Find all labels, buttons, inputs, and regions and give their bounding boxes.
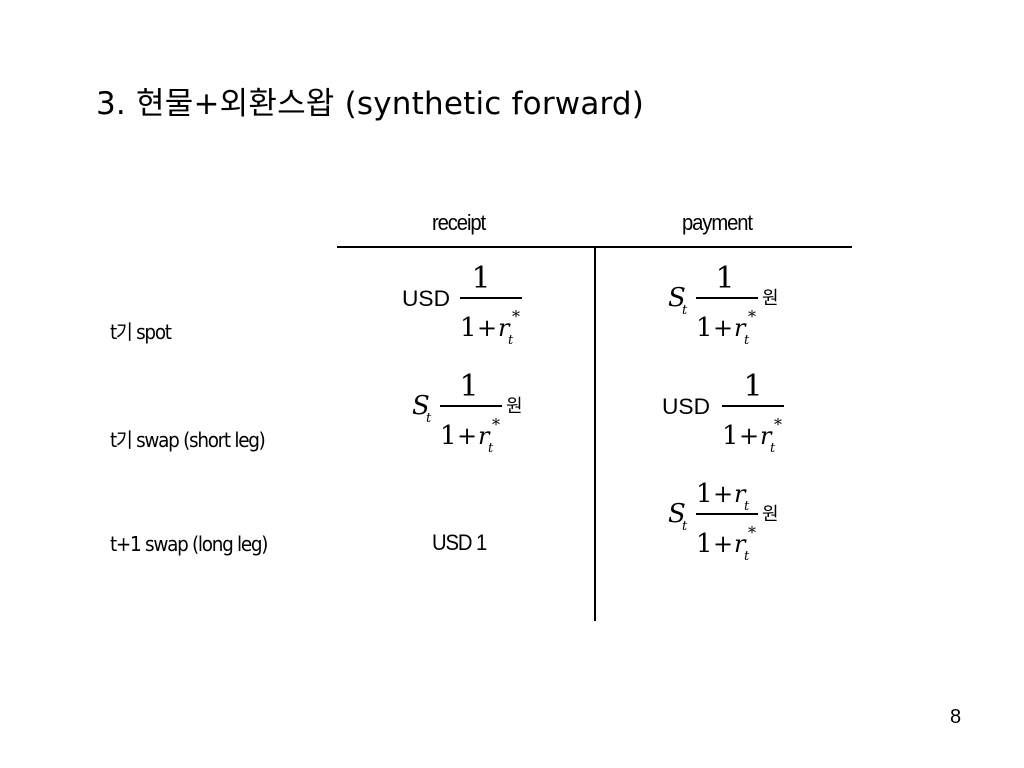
denominator-subscript-t: t	[508, 333, 514, 348]
denominator-r: r	[734, 314, 747, 342]
spot-rate-subscript-t: t	[682, 303, 688, 318]
denominator-plus: +	[477, 314, 497, 342]
spot-rate-subscript-t: t	[682, 519, 688, 534]
denominator-r: r	[760, 422, 773, 450]
fraction-bar	[696, 297, 758, 299]
denominator-star: *	[748, 523, 756, 542]
denominator-star: *	[748, 307, 756, 326]
denominator-one: 1	[440, 421, 457, 451]
currency-won: 원	[762, 288, 779, 309]
denominator-star: *	[512, 307, 520, 326]
formula-short-leg-receipt: S t 1 1 + r t * 원	[412, 366, 542, 456]
spot-rate-s: S	[412, 391, 430, 421]
long-leg-receipt-text: USD 1	[432, 530, 487, 555]
denominator-plus: +	[713, 314, 733, 342]
denominator-plus: +	[713, 530, 733, 558]
fraction-bar	[460, 297, 522, 299]
numerator-r: r	[734, 480, 747, 508]
denominator-r: r	[478, 422, 491, 450]
denominator-one: 1	[460, 313, 477, 343]
fraction-bar	[696, 513, 758, 515]
denominator-one: 1	[696, 313, 713, 343]
denominator-plus: +	[457, 422, 477, 450]
formula-long-leg-payment: S t 1 + r t 1 + r t * 원	[668, 474, 798, 564]
denominator-r: r	[734, 530, 747, 558]
denominator-star: *	[774, 415, 782, 434]
fraction-numerator: 1	[715, 261, 734, 296]
denominator-subscript-t: t	[744, 549, 750, 564]
numerator-plus: +	[713, 480, 733, 508]
fraction-numerator: 1	[743, 369, 762, 404]
currency-usd: USD	[662, 394, 710, 419]
fraction-numerator: 1	[459, 369, 478, 404]
currency-won: 원	[506, 396, 523, 417]
column-divider	[594, 247, 596, 621]
currency-usd: USD	[402, 286, 450, 311]
denominator-one: 1	[722, 421, 739, 451]
formula-spot-receipt: USD 1 1 + r t *	[402, 258, 532, 348]
spot-rate-subscript-t: t	[426, 411, 432, 426]
header-payment: payment	[682, 210, 753, 235]
denominator-subscript-t: t	[488, 441, 494, 456]
formula-short-leg-payment: USD 1 1 + r t *	[662, 366, 792, 456]
denominator-subscript-t: t	[770, 441, 776, 456]
spot-rate-s: S	[668, 283, 686, 313]
denominator-r: r	[498, 314, 511, 342]
denominator-plus: +	[739, 422, 759, 450]
spot-rate-s: S	[668, 499, 686, 529]
numerator-one: 1	[696, 479, 713, 509]
denominator-subscript-t: t	[744, 333, 750, 348]
fraction-bar	[440, 405, 502, 407]
numerator-subscript-t: t	[744, 499, 750, 514]
page-number: 8	[950, 706, 962, 728]
row-label-spot: t기 spot	[110, 320, 172, 344]
fraction-bar	[722, 405, 784, 407]
header-receipt: receipt	[432, 210, 486, 235]
denominator-one: 1	[696, 529, 713, 559]
formula-spot-payment: S t 1 1 + r t * 원	[668, 258, 798, 348]
slide-title: 3. 현물+외환스왑 (synthetic forward)	[96, 86, 645, 122]
fraction-numerator: 1	[471, 261, 490, 296]
currency-won: 원	[762, 504, 779, 525]
denominator-star: *	[492, 415, 500, 434]
row-label-long-leg: t+1 swap (long leg)	[110, 532, 268, 556]
row-label-short-leg: t기 swap (short leg)	[110, 428, 266, 452]
